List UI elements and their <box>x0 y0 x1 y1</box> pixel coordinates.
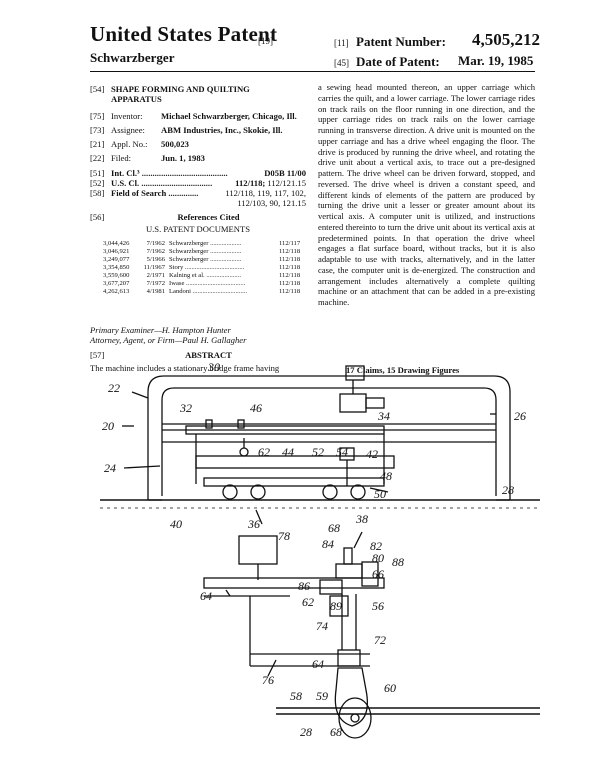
label-28: 28 <box>502 483 514 497</box>
wheel <box>251 485 265 499</box>
label-32: 32 <box>179 401 192 415</box>
wheel <box>351 485 365 499</box>
label-89: 89 <box>330 599 342 613</box>
sewing-motor <box>366 398 384 408</box>
label-68b: 68 <box>330 725 342 739</box>
label-86: 86 <box>298 579 310 593</box>
label-44: 44 <box>282 445 294 459</box>
label-88: 88 <box>392 555 404 569</box>
wheel-hub <box>351 714 359 722</box>
label-60: 60 <box>384 681 396 695</box>
label-74: 74 <box>316 619 328 633</box>
label-42: 42 <box>366 447 378 461</box>
wheel-mount <box>338 650 360 666</box>
sewing-head <box>340 394 366 412</box>
label-84: 84 <box>322 537 334 551</box>
computer-unit <box>239 536 277 564</box>
column-top <box>344 548 352 564</box>
wheel <box>223 485 237 499</box>
column-head <box>336 564 362 578</box>
label-56: 56 <box>372 599 384 613</box>
label-22: 22 <box>108 381 120 395</box>
drive-wheel <box>339 698 371 738</box>
motor-86 <box>320 580 342 594</box>
label-62b: 62 <box>302 595 314 609</box>
label-50: 50 <box>374 487 386 501</box>
sewing-head-top <box>346 366 364 380</box>
label-46: 46 <box>250 401 262 415</box>
label-76: 76 <box>262 673 274 687</box>
label-48: 48 <box>380 469 392 483</box>
label-24: 24 <box>104 461 116 475</box>
label-40: 40 <box>170 517 182 531</box>
label-52: 52 <box>312 445 324 459</box>
label-68: 68 <box>328 521 340 535</box>
lower-carriage <box>196 456 394 468</box>
drive-knob <box>240 448 248 456</box>
leader <box>226 590 230 596</box>
label-26: 26 <box>514 409 526 423</box>
label-30: 30 <box>207 360 220 374</box>
reference-numerals: 30 22 20 32 46 34 26 62 44 52 54 42 24 4… <box>102 360 526 739</box>
label-66: 66 <box>372 567 384 581</box>
leader <box>132 392 148 398</box>
label-38: 38 <box>355 512 368 526</box>
wheel <box>323 485 337 499</box>
label-34: 34 <box>377 409 390 423</box>
leader <box>124 466 160 468</box>
label-28b: 28 <box>300 725 312 739</box>
label-36: 36 <box>247 517 260 531</box>
label-58: 58 <box>290 689 302 703</box>
label-59: 59 <box>316 689 328 703</box>
label-72: 72 <box>374 633 386 647</box>
upper-arm <box>204 578 384 588</box>
leader <box>354 532 362 548</box>
label-54: 54 <box>336 445 348 459</box>
label-80: 80 <box>372 551 384 565</box>
bridge-frame <box>148 376 510 500</box>
label-20: 20 <box>102 419 114 433</box>
label-64b: 64 <box>312 657 324 671</box>
label-78: 78 <box>278 529 290 543</box>
label-62: 62 <box>258 445 270 459</box>
label-64: 64 <box>200 589 212 603</box>
